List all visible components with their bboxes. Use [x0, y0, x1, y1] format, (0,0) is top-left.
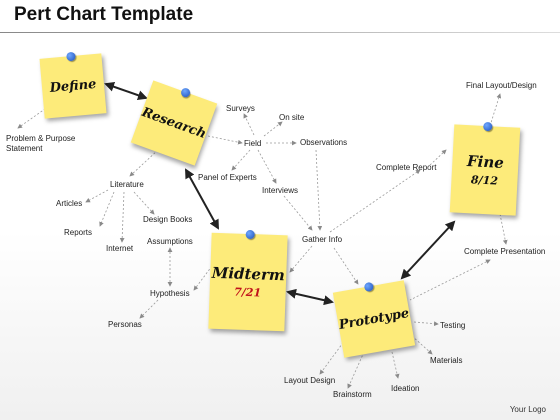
- link-field-interviews: [257, 149, 277, 184]
- edge-prototype-fine: [400, 220, 456, 280]
- pin-icon: [363, 281, 375, 293]
- link-interviews-gather: [283, 195, 313, 231]
- label-reports: Reports: [64, 228, 93, 237]
- pin-icon: [483, 121, 493, 132]
- note-title: Research: [139, 104, 209, 142]
- label-finallayout: Final Layout/Design: [466, 81, 537, 90]
- label-brainstorm: Brainstorm: [333, 390, 372, 399]
- link-gather-prototype: [333, 247, 359, 285]
- link-field-surveys: [243, 113, 255, 136]
- note-title: Define: [49, 76, 97, 96]
- link-midterm-gather: [289, 245, 313, 273]
- note-fine: Fine 8/12: [449, 121, 521, 216]
- note-define: Define: [39, 51, 107, 119]
- label-testing: Testing: [440, 321, 466, 330]
- label-materials: Materials: [430, 356, 463, 365]
- link-literature-designbooks: [133, 191, 155, 215]
- label-field: Field: [244, 139, 262, 148]
- link-field-panel: [231, 149, 251, 171]
- label-literature: Literature: [110, 180, 144, 189]
- link-literature-reports: [99, 191, 115, 227]
- link-research-literature: [129, 149, 159, 177]
- note-midterm: Midterm 7/21: [208, 229, 288, 332]
- label-designbooks: Design Books: [143, 215, 193, 224]
- note-date: 7/21: [233, 285, 262, 300]
- link-gather-report: [329, 169, 421, 233]
- label-gatherinfo: Gather Info: [302, 235, 343, 244]
- label-hypothesis: Hypothesis: [150, 289, 190, 298]
- edge-midterm-prototype: [286, 288, 334, 306]
- note-title: Midterm: [211, 263, 286, 285]
- label-completereport: Complete Report: [376, 163, 437, 172]
- label-ideation: Ideation: [391, 384, 420, 393]
- page-title: Pert Chart Template: [14, 4, 194, 25]
- label-problem: Problem & Purpose Statement: [6, 134, 76, 153]
- link-hypothesis-personas: [139, 299, 159, 319]
- label-surveys: Surveys: [226, 104, 255, 113]
- title-divider: [0, 32, 560, 33]
- note-title: Prototype: [337, 305, 411, 333]
- label-personas: Personas: [108, 320, 142, 329]
- label-onsite: On site: [279, 113, 305, 122]
- note-date: 8/12: [470, 173, 499, 188]
- label-panel: Panel of Experts: [198, 173, 257, 182]
- link-research-field: [207, 135, 243, 145]
- link-prototype-testing: [413, 321, 439, 327]
- label-layoutdesign: Layout Design: [284, 376, 336, 385]
- label-observations: Observations: [300, 138, 348, 147]
- link-observations-gather: [315, 149, 323, 231]
- link-midterm-hypothesis: [193, 265, 213, 291]
- edge-define-research: [104, 81, 148, 101]
- edge-research-midterm: [185, 168, 219, 230]
- label-interviews: Interviews: [262, 186, 299, 195]
- pin-icon: [66, 51, 76, 62]
- link-prototype-ideation: [391, 351, 400, 379]
- footer-logo-text: Your Logo: [509, 405, 546, 414]
- link-prototype-brainstorm: [347, 351, 365, 389]
- label-completepresentation: Complete Presentation: [464, 247, 546, 256]
- link-presentation-prototype: [409, 259, 491, 301]
- link-literature-internet: [119, 191, 125, 243]
- link-fine-finallayout: [489, 93, 502, 127]
- label-internet: Internet: [106, 244, 134, 253]
- note-title: Fine: [466, 152, 505, 172]
- link-prototype-materials: [411, 335, 433, 355]
- note-prototype: Prototype: [332, 280, 416, 358]
- link-literature-articles: [85, 189, 109, 203]
- link-fine-presentation: [499, 213, 508, 245]
- link-define-problem: [17, 103, 53, 129]
- label-assumptions: Assumptions: [147, 237, 193, 246]
- label-articles: Articles: [56, 199, 83, 208]
- link-field-onsite: [263, 121, 283, 137]
- pin-icon: [245, 229, 255, 240]
